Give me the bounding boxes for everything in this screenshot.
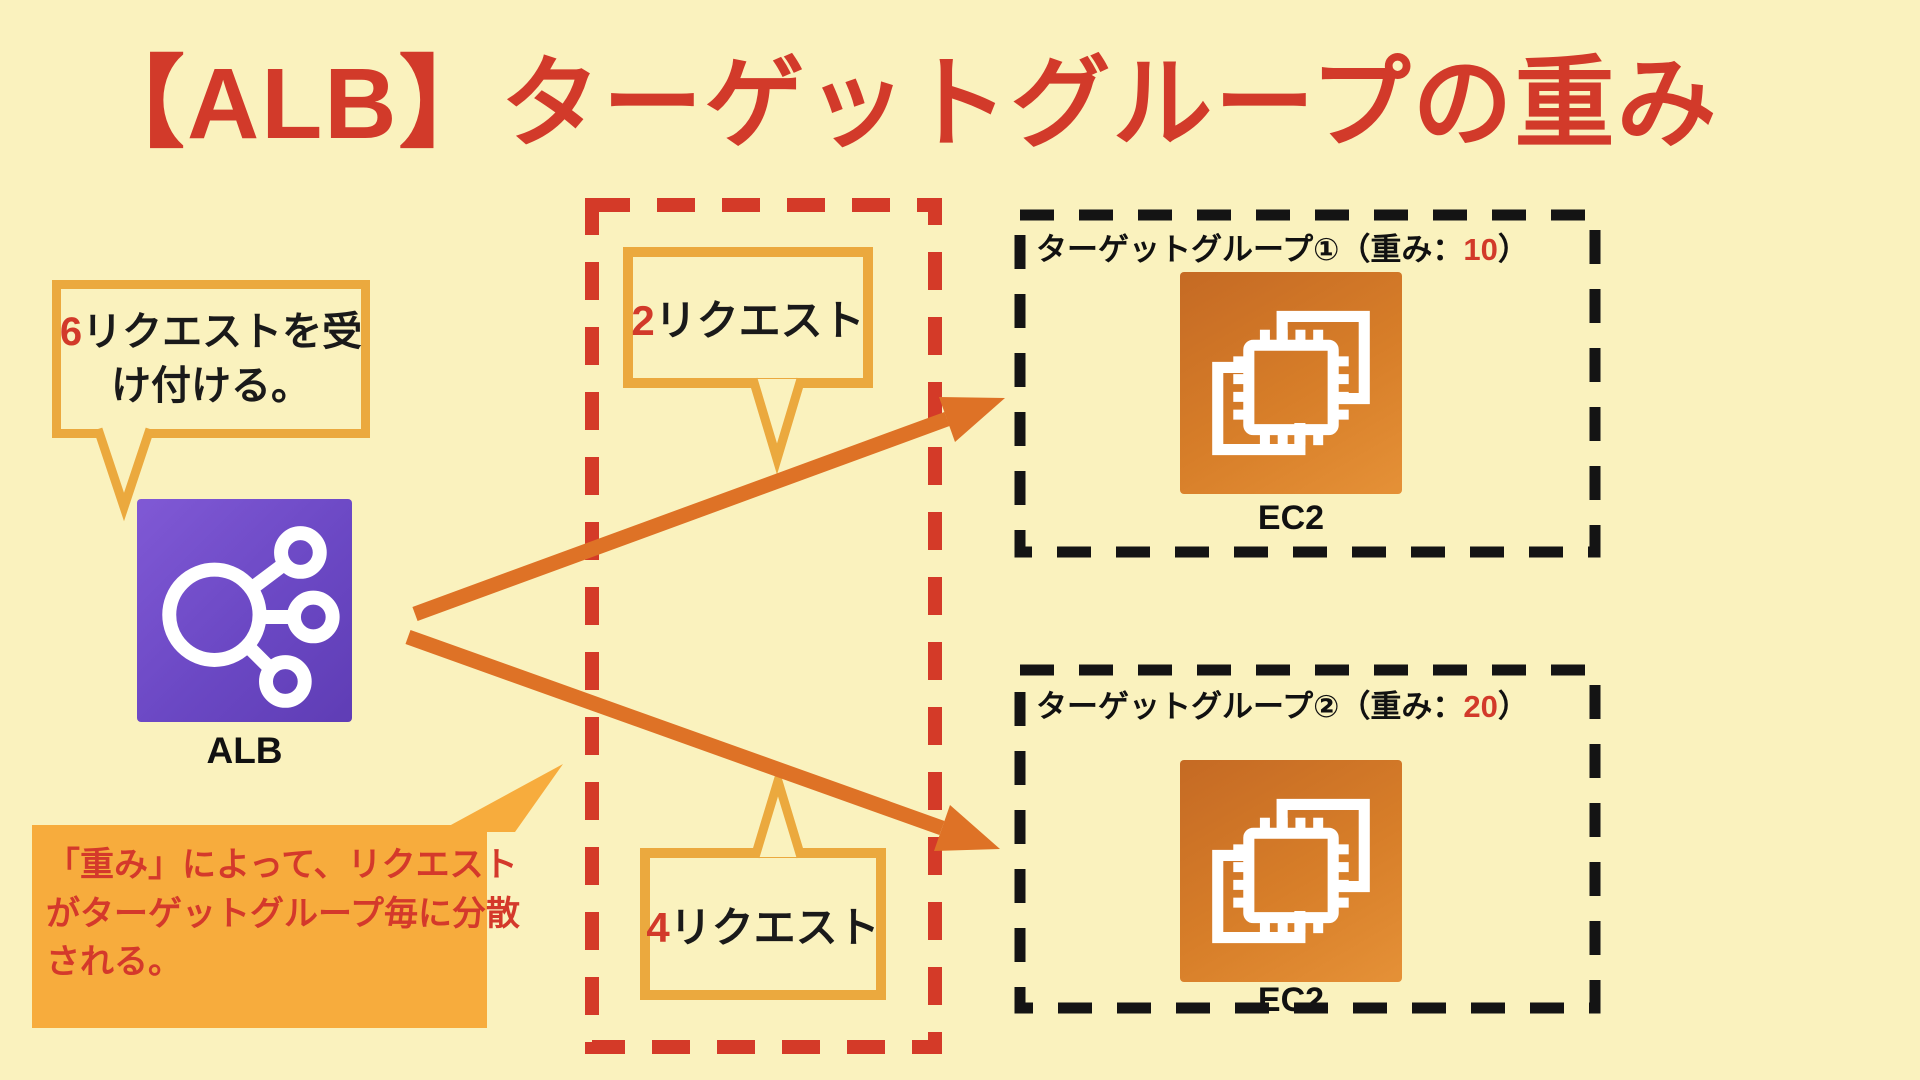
receive-callout-line1: 6リクエストを受 [59,310,363,354]
alb-label: ALB [206,730,283,771]
receive-requests-callout: 6リクエストを受 け付ける。 [52,280,370,438]
alb-network-glyph [162,526,340,708]
receive-callout-line2: け付ける。 [111,364,311,408]
ec2-chip-icon [1180,760,1402,982]
request-count-6: 6 [59,310,83,354]
arrow-to-target-group-1 [412,397,1005,622]
arrow-to-target-group-2 [405,629,1000,851]
ec2-chip-glyph [1212,798,1370,944]
ec2-chip-icon [1180,272,1402,494]
ec2-chip-glyph [1212,310,1370,456]
request-count-2: 2 [631,297,655,344]
note-tail [438,764,563,832]
receive-callout-tail [93,427,155,522]
load-balancer-icon [137,499,352,722]
ec2-label: EC2 [1257,499,1325,537]
target-group-1-label: ターゲットグループ①（重み：10） [1036,232,1529,267]
request-count-2-callout: 2リクエスト [623,247,873,388]
req4-callout-tail [750,765,806,859]
weight-explanation-note: 「重み」によって、リクエスト がターゲットグループ毎に分散 される。 [32,825,520,1028]
page-title: 【ALB】ターゲットグループの重み [85,48,1719,160]
req2-callout-tail [748,377,806,475]
request-count-4: 4 [646,903,670,951]
request-count-4-callout: 4リクエスト [640,848,886,1000]
ec2-label: EC2 [1257,981,1325,1019]
target-group-2-weight: 20 [1463,689,1498,724]
target-group-2-label: ターゲットグループ②（重み：20） [1036,689,1529,724]
target-group-1-weight: 10 [1463,232,1498,267]
